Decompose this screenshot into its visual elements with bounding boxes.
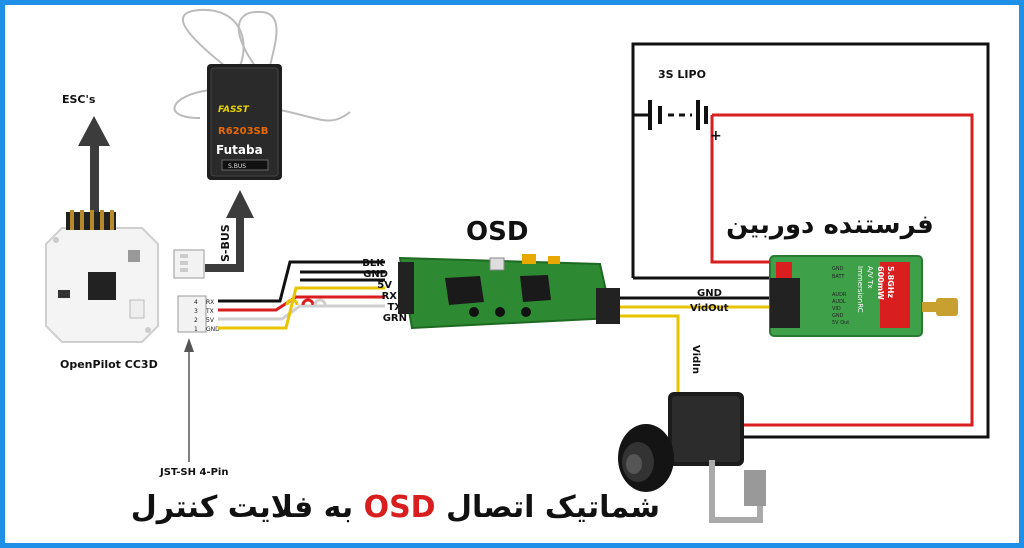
black-power-wire [631,42,990,439]
pin-name: TX [205,308,214,315]
red-power-wire [712,113,974,427]
pin-name: 5V [206,317,215,324]
pin-num: 4 [194,299,198,306]
cc3d-osd-wires [218,260,385,330]
tx-pin: 5V Out [832,320,849,326]
lipo-label: 3S LIPO [658,68,706,81]
cc3d-header-pins [66,210,116,230]
osd-pin-label: GRN [383,313,407,324]
osd-pin-label: RX [382,291,398,302]
osd-pin-label: TX [387,302,402,313]
receiver-logo: FASST [218,105,250,115]
vidin-label: VidIn [690,345,701,374]
jst-label: JST-SH 4-Pin [159,467,228,478]
tx-pin: AUDL [832,299,846,305]
diagram-title: شماتیک اتصال OSD به فلایت کنترل [131,490,660,536]
tx-power-red [710,115,780,264]
tx-pin: GND [832,313,844,319]
vidout-label: VidOut [690,303,729,314]
cc3d-board [45,227,159,343]
pin-name: RX [206,299,214,306]
video-transmitter: GND BATT AUDR AUDL VID GND 5V Out 5.8GHz… [769,255,923,337]
title-part2: به فلایت کنترل [130,490,354,525]
pin-num: 3 [194,308,198,315]
title-osd: OSD [363,490,436,525]
receiver-brand: Futaba [216,143,263,157]
receiver-port: S.BUS [228,163,246,170]
osd-title: OSD [466,217,528,247]
tx-antenna [922,298,958,316]
pin-num: 2 [194,317,198,324]
lipo-plus-label: + [710,128,722,144]
receiver: FASST R6203SB Futaba S.BUS [207,64,282,180]
gnd-label: GND [697,288,722,299]
osd-pin-label: GND [363,269,388,280]
tx-power: 600mW [876,266,885,300]
jst-arrow [184,338,194,462]
tx-freq: 5.8GHz [886,266,895,298]
pin-num: 1 [194,326,198,333]
tx-type: A/V Tx [866,266,874,289]
title-part1: شماتیک اتصال [446,490,660,525]
tx-pin: GND [832,266,844,272]
cc3d-label: OpenPilot CC3D [60,358,158,371]
pin-name: GND [206,326,220,333]
jst-connector: 4 3 2 1 RX TX 5V GND [177,295,220,333]
tx-brand: ImmersionRC [856,266,864,313]
osd-board [398,254,620,330]
fpv-camera [618,392,766,523]
tx-pin: AUDR [832,292,847,298]
receiver-model: R6203SB [218,126,268,137]
sbus-connector [173,249,205,279]
esc-arrow [78,116,110,212]
transmitter-title: فرستنده دوربین [726,210,934,240]
osd-pin-label: BLK [362,258,385,269]
escs-label: ESC's [62,93,96,106]
tx-pin: BATT [832,274,845,280]
osd-tx-wires [620,296,775,392]
tx-pin: VID [832,306,841,312]
sbus-arrow [205,190,254,272]
osd-pin-label: 5V [377,280,392,291]
battery-symbol [633,100,708,130]
sbus-label: S-BUS [219,224,232,262]
